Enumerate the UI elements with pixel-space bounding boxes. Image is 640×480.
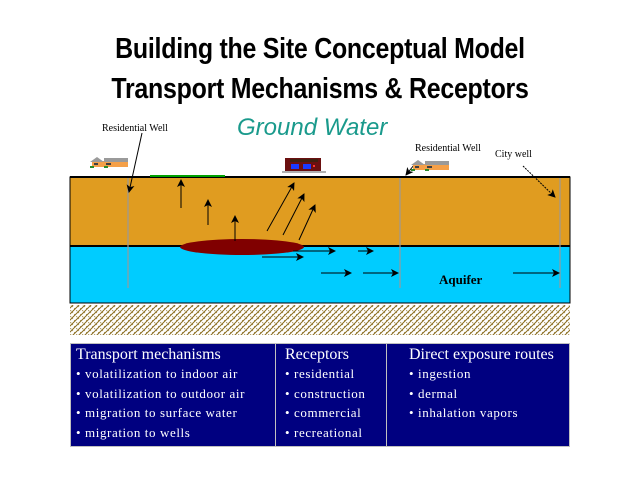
arrow-diagonal xyxy=(298,204,316,241)
site-cross-section-diagram xyxy=(69,132,571,335)
soil-layer xyxy=(69,176,571,247)
house-icon xyxy=(90,157,128,168)
commercial-building-icon xyxy=(282,158,326,173)
list-item: volatilization to indoor air xyxy=(76,364,275,384)
house-icon xyxy=(411,160,449,171)
bedrock-layer xyxy=(70,305,570,335)
transport-mechanisms-column: Transport mechanisms volatilization to i… xyxy=(71,344,275,446)
pointer-residential-left xyxy=(126,132,143,193)
contaminant-plume xyxy=(180,239,304,255)
list-item: construction xyxy=(285,384,386,404)
arrow-diagonal xyxy=(266,182,295,232)
pointer-residential-right xyxy=(405,164,415,176)
list-item: migration to surface water xyxy=(76,403,275,423)
column-header: Direct exposure routes xyxy=(409,346,554,363)
aquifer-label: Aquifer xyxy=(439,272,483,287)
subtitle: Ground Water xyxy=(237,114,388,141)
residential-well-left-label: Residential Well xyxy=(102,123,168,134)
list-item: residential xyxy=(285,364,386,384)
list-item: inhalation vapors xyxy=(409,403,569,423)
list-item: dermal xyxy=(409,384,569,404)
title-line-2: Transport Mechanisms & Receptors xyxy=(111,73,529,105)
list-item: ingestion xyxy=(409,364,569,384)
arrow-diagonal xyxy=(282,193,305,236)
list-item: migration to wells xyxy=(76,423,275,443)
list-item: recreational xyxy=(285,423,386,443)
title-line-1: Building the Site Conceptual Model xyxy=(115,33,525,65)
summary-table: Transport mechanisms volatilization to i… xyxy=(70,343,570,447)
column-header: Receptors xyxy=(285,346,349,363)
residential-well-right-label: Residential Well xyxy=(415,143,481,154)
list-item: volatilization to outdoor air xyxy=(76,384,275,404)
column-header: Transport mechanisms xyxy=(76,346,221,363)
city-well-label: City well xyxy=(495,149,532,160)
receptors-column: Receptors residential construction comme… xyxy=(275,344,386,446)
pointer-city-well xyxy=(522,165,556,198)
direct-exposure-routes-column: Direct exposure routes ingestion dermal … xyxy=(386,344,569,446)
list-item: commercial xyxy=(285,403,386,423)
aquifer-layer xyxy=(69,245,571,304)
